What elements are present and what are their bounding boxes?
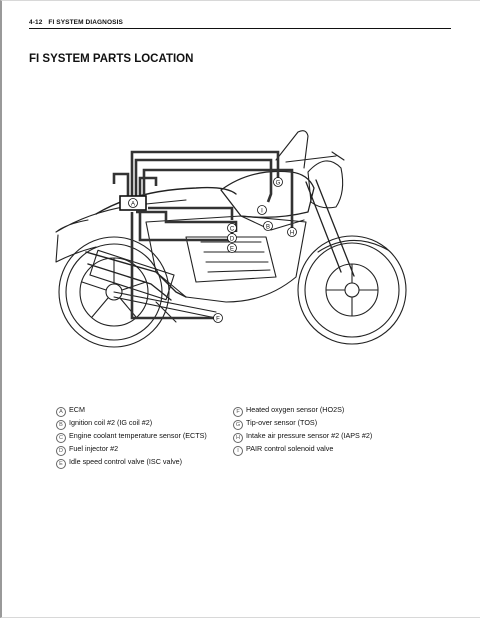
callout-h: H: [287, 227, 297, 237]
legend-letter: C: [56, 433, 66, 443]
svg-text:B: B: [266, 224, 270, 230]
legend-text: Engine coolant temperature sensor (ECTS): [69, 431, 207, 440]
svg-text:I: I: [261, 208, 263, 214]
callout-b: B: [263, 221, 273, 231]
legend-letter: D: [56, 446, 66, 456]
callout-g: G: [273, 177, 283, 187]
svg-text:H: H: [290, 230, 294, 236]
legend-text: Idle speed control valve (ISC valve): [69, 457, 183, 466]
svg-text:D: D: [230, 236, 235, 242]
legend-letter: I: [233, 446, 243, 456]
svg-text:A: A: [131, 201, 135, 207]
svg-text:C: C: [230, 226, 235, 232]
legend-text: ECM: [69, 405, 85, 414]
callout-i: I: [257, 205, 267, 215]
callout-a: A: [128, 198, 138, 208]
svg-text:F: F: [216, 316, 220, 322]
legend-letter: H: [233, 433, 243, 443]
legend-text: Intake air pressure sensor #2 (IAPS #2): [246, 431, 373, 440]
legend-letter: A: [56, 407, 66, 417]
running-header: 4-12 FI SYSTEM DIAGNOSIS: [29, 19, 451, 29]
svg-text:E: E: [230, 246, 234, 252]
legend-letter: E: [56, 459, 66, 469]
legend-text: Tip-over sensor (TOS): [246, 418, 318, 427]
legend-text: PAIR control solenoid valve: [246, 444, 334, 453]
legend-text: Ignition coil #2 (IG coil #2): [69, 418, 153, 427]
callout-d: D: [227, 233, 237, 243]
svg-text:G: G: [276, 180, 281, 186]
legend-letter: B: [56, 420, 66, 430]
rear-wheel: [58, 236, 170, 348]
callout-f: F: [213, 313, 223, 323]
legend-letter: F: [233, 407, 243, 417]
front-wheel: [297, 235, 407, 345]
callout-e: E: [227, 243, 237, 253]
page-number: 4-12: [29, 19, 43, 26]
motorcycle-diagram: A B C D E F G H I: [55, 130, 407, 348]
section-title: FI SYSTEM DIAGNOSIS: [48, 19, 123, 26]
legend-text: Fuel injector #2: [69, 444, 119, 453]
legend-letter: G: [233, 420, 243, 430]
callout-c: C: [227, 223, 237, 233]
legend-text: Heated oxygen sensor (HO2S): [246, 405, 345, 414]
page-title: FI SYSTEM PARTS LOCATION: [29, 53, 194, 65]
